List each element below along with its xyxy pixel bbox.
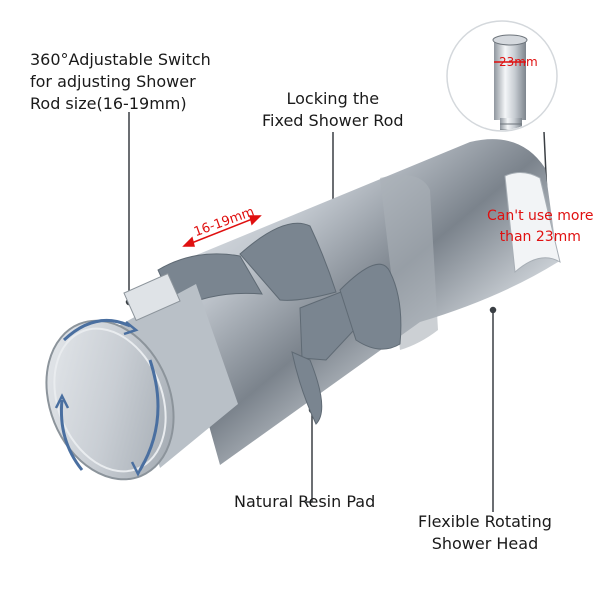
warning-line-1: Can't use more <box>487 208 594 224</box>
adjustable-switch-line-3: Rod size(16-19mm) <box>30 94 187 113</box>
locking-rod-line-2: Fixed Shower Rod <box>262 111 404 130</box>
adjustable-switch-label: 360°Adjustable Switch for adjusting Show… <box>30 49 211 115</box>
flexible-head-line-2: Shower Head <box>431 534 539 553</box>
flexible-head-label: Flexible Rotating Shower Head <box>418 511 552 555</box>
warning-line-2: than 23mm <box>499 229 581 245</box>
warning-callout: Can't use more than 23mm <box>487 206 594 248</box>
resin-pad-label: Natural Resin Pad <box>234 492 376 511</box>
adjustable-switch-line-2: for adjusting Shower <box>30 72 196 91</box>
adjustment-knob <box>45 272 238 481</box>
hose-inset <box>446 20 558 132</box>
hose-diameter-label: 23mm <box>499 55 538 69</box>
adjustable-switch-line-1: 360°Adjustable Switch <box>30 50 211 69</box>
locking-rod-line-1: Locking the <box>286 89 380 108</box>
rotation-arrows-icon <box>54 318 160 477</box>
locking-rod-label: Locking the Fixed Shower Rod <box>262 88 404 132</box>
flexible-head-line-1: Flexible Rotating <box>418 512 552 531</box>
dimension-arrow-icon <box>182 215 262 247</box>
